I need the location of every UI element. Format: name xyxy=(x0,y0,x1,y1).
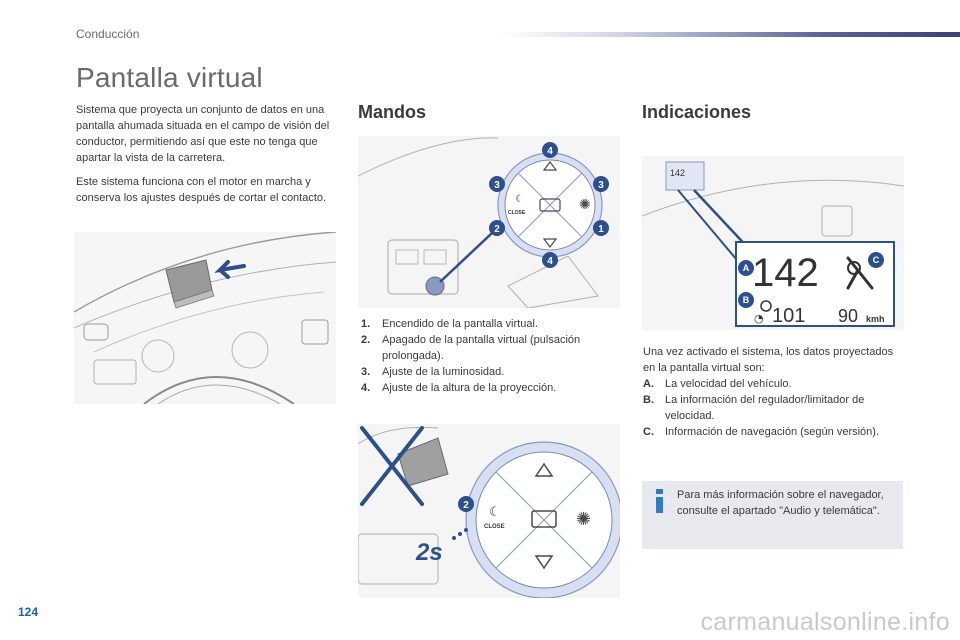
badge-4-bottom: 4 xyxy=(547,256,553,267)
controls-illustration: ✺ ☾ CLOSE 4 3 3 2 1 4 xyxy=(358,136,620,308)
svg-text:☾: ☾ xyxy=(489,505,501,520)
page-number: 124 xyxy=(18,605,39,619)
list-item: A.La velocidad del vehículo. xyxy=(643,378,792,390)
header-bar xyxy=(500,32,960,37)
close-label: CLOSE xyxy=(508,210,526,216)
info-text: Para más información sobre el navegador,… xyxy=(677,489,884,517)
long-press-illustration: ✺ ☾ CLOSE 2 2s xyxy=(358,424,620,598)
hold-duration-label: 2s xyxy=(415,539,443,566)
footer-watermark: carmanualsonline.info xyxy=(700,608,950,636)
list-item: 3.Ajuste de la luminosidad. xyxy=(361,366,505,378)
info-icon xyxy=(654,489,664,513)
display-limit: 101 xyxy=(772,305,805,327)
badge-c: C xyxy=(873,255,880,265)
badge-2-hold: 2 xyxy=(463,500,469,511)
indicaciones-list: A.La velocidad del vehículo. B.La inform… xyxy=(643,376,901,440)
info-box: Para más información sobre el navegador,… xyxy=(642,481,903,549)
mandos-list: 1.Encendido de la pantalla virtual. 2.Ap… xyxy=(361,316,611,396)
list-item: 1.Encendido de la pantalla virtual. xyxy=(361,318,538,330)
display-nav-unit: kmh xyxy=(866,314,885,324)
svg-text:✺: ✺ xyxy=(576,509,591,530)
badge-2: 2 xyxy=(494,224,500,235)
badge-a: A xyxy=(743,263,750,273)
mini-speed: 142 xyxy=(670,168,685,178)
badge-3-left: 3 xyxy=(494,180,500,191)
badge-4-top: 4 xyxy=(547,146,553,157)
svg-text:☾: ☾ xyxy=(515,194,524,205)
list-item: C.Información de navegación (según versi… xyxy=(643,426,880,438)
list-item: 2.Apagado de la pantalla virtual (pulsac… xyxy=(361,334,581,362)
badge-1: 1 xyxy=(598,224,604,235)
list-item: 4.Ajuste de la altura de la proyección. xyxy=(361,382,557,394)
indicaciones-heading: Indicaciones xyxy=(642,102,752,122)
list-item: B.La información del regulador/limitador… xyxy=(643,394,865,422)
indicaciones-intro: Una vez activado el sistema, los datos p… xyxy=(643,346,894,374)
svg-text:✺: ✺ xyxy=(579,197,591,213)
close-label-large: CLOSE xyxy=(484,524,505,530)
display-nav-distance: 90 xyxy=(838,306,858,326)
display-speed: 142 xyxy=(752,251,819,295)
badge-b: B xyxy=(743,295,750,305)
badge-3-right: 3 xyxy=(598,180,604,191)
intro-paragraph-2: Este sistema funciona con el motor en ma… xyxy=(76,176,327,204)
dashboard-illustration xyxy=(74,232,336,404)
virtual-display-illustration: 142 142 ◔ 101 90 kmh A B C xyxy=(642,156,904,330)
page-title: Pantalla virtual xyxy=(76,62,263,93)
header-section: Conducción xyxy=(76,27,140,41)
svg-text:◔: ◔ xyxy=(754,312,764,325)
mandos-heading: Mandos xyxy=(358,102,427,122)
intro-paragraph-1: Sistema que proyecta un conjunto de dato… xyxy=(76,104,330,164)
